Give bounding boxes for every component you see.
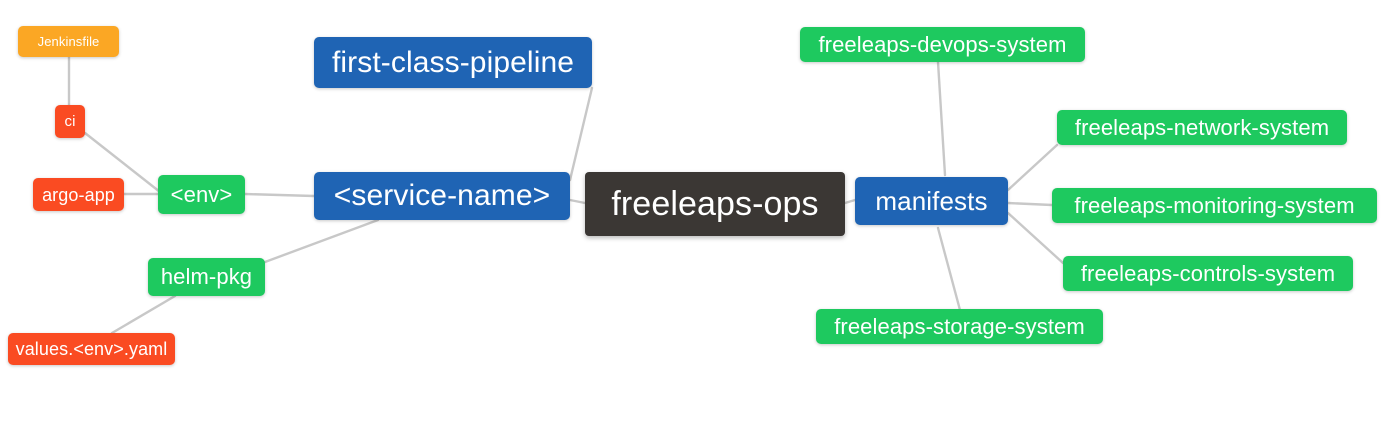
edge-helmpkg-valuesyaml xyxy=(110,294,177,335)
edge-servicename-root xyxy=(568,198,587,205)
edge-manifests-storage xyxy=(936,226,962,312)
node-jenkinsfile[interactable]: Jenkinsfile xyxy=(18,26,119,57)
node-first-class-pipeline-label: first-class-pipeline xyxy=(331,45,575,79)
node-root-label: freeleaps-ops xyxy=(611,185,819,223)
edge-env-servicename xyxy=(243,192,316,198)
node-argo-app[interactable]: argo-app xyxy=(33,178,124,211)
node-argo-app-label: argo-app xyxy=(42,184,115,205)
node-monitoring-system-label: freeleaps-monitoring-system xyxy=(1074,192,1355,218)
node-manifests-label: manifests xyxy=(875,186,988,216)
node-network-system-label: freeleaps-network-system xyxy=(1074,114,1330,140)
node-controls-system-label: freeleaps-controls-system xyxy=(1080,260,1336,286)
node-manifests[interactable]: manifests xyxy=(855,177,1008,225)
edge-servicename-pipeline xyxy=(568,86,594,182)
node-service-name[interactable]: <service-name> xyxy=(314,172,570,220)
node-devops-system[interactable]: freeleaps-devops-system xyxy=(800,27,1085,62)
node-devops-system-label: freeleaps-devops-system xyxy=(818,31,1067,57)
edge-root-manifests xyxy=(843,198,857,205)
edge-manifests-monitoring xyxy=(1006,201,1054,207)
node-jenkinsfile-label: Jenkinsfile xyxy=(37,34,100,49)
node-storage-system-label: freeleaps-storage-system xyxy=(834,313,1085,339)
node-env-label: <env> xyxy=(170,181,233,207)
edge-manifests-network xyxy=(1006,143,1059,192)
node-first-class-pipeline[interactable]: first-class-pipeline xyxy=(314,37,592,88)
node-ci-label: ci xyxy=(64,113,76,130)
node-controls-system[interactable]: freeleaps-controls-system xyxy=(1063,256,1353,291)
node-values-yaml-label: values.<env>.yaml xyxy=(15,339,168,359)
node-env[interactable]: <env> xyxy=(158,175,245,214)
node-ci[interactable]: ci xyxy=(55,105,85,138)
node-network-system[interactable]: freeleaps-network-system xyxy=(1057,110,1347,145)
node-monitoring-system[interactable]: freeleaps-monitoring-system xyxy=(1052,188,1377,223)
node-root-freeleaps-ops[interactable]: freeleaps-ops xyxy=(585,172,845,236)
edge-manifests-devops xyxy=(936,60,947,177)
edge-servicename-helmpkg xyxy=(263,218,380,264)
node-helm-pkg-label: helm-pkg xyxy=(160,264,253,289)
node-helm-pkg[interactable]: helm-pkg xyxy=(148,258,265,296)
node-values-yaml[interactable]: values.<env>.yaml xyxy=(8,333,175,365)
node-service-name-label: <service-name> xyxy=(333,179,551,212)
node-storage-system[interactable]: freeleaps-storage-system xyxy=(816,309,1103,344)
